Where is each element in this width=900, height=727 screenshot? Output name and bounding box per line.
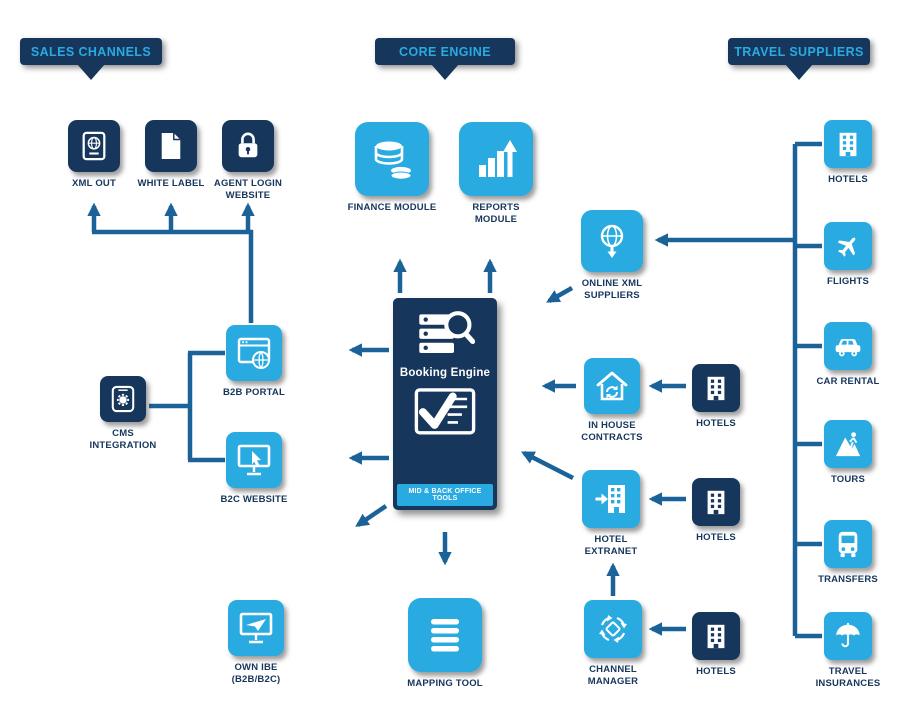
- booking-engine-panel: Booking Engine MID & BACK OFFICE TOOLS: [393, 298, 497, 510]
- node-cms-integration: CMS INTEGRATION: [83, 376, 163, 453]
- hotels-label: HOTELS: [696, 666, 736, 677]
- node-supplier-hotels: HOTELS: [803, 120, 893, 186]
- header-sales-channels-label: SALES CHANNELS: [30, 44, 152, 59]
- browser-globe-icon: [236, 336, 272, 370]
- checklist-icon: [412, 386, 478, 438]
- node-mapping-tool: MAPPING TOOL: [400, 598, 490, 690]
- supplier-flights-label: FLIGHTS: [826, 276, 870, 287]
- channel-manager-label: CHANNEL MANAGER: [587, 664, 639, 688]
- supplier-car-rental-label: CAR RENTAL: [816, 376, 880, 387]
- finance-module-label: FINANCE MODULE: [347, 202, 437, 213]
- agent-login-label: AGENT LOGIN WEBSITE: [213, 178, 283, 202]
- booking-engine-title: Booking Engine: [399, 367, 491, 379]
- lock-icon: [234, 131, 262, 161]
- hotel-extranet-label: HOTEL EXTRANET: [584, 534, 638, 558]
- node-finance-module: FINANCE MODULE: [347, 122, 437, 214]
- supplier-transfers-label: TRANSFERS: [818, 574, 878, 585]
- header-sales-channels: SALES CHANNELS: [20, 38, 162, 80]
- node-supplier-tours: TOURS: [803, 420, 893, 486]
- monitor-plane-icon: [238, 611, 274, 645]
- node-channel-manager: CHANNEL MANAGER: [578, 600, 648, 689]
- node-hotel-extranet: HOTEL EXTRANET: [576, 470, 646, 559]
- supplier-travel-insurances-label: TRAVEL INSURANCES: [815, 666, 881, 690]
- reports-module-label: REPORTS MODULE: [472, 202, 520, 226]
- car-icon: [833, 333, 863, 359]
- bar-chart-icon: [475, 137, 517, 181]
- airplane-icon: [834, 232, 862, 260]
- node-supplier-transfers: TRANSFERS: [803, 520, 893, 586]
- house-sync-icon: [594, 369, 630, 403]
- hiker-icon: [834, 430, 862, 458]
- node-supplier-travel-insurances: TRAVEL INSURANCES: [803, 612, 893, 691]
- node-b2b-portal: B2B PORTAL: [209, 325, 299, 399]
- node-agent-login: AGENT LOGIN WEBSITE: [203, 120, 293, 203]
- passport-globe-icon: [79, 131, 109, 161]
- globe-download-icon: [593, 222, 631, 260]
- header-core-engine: CORE ENGINE: [375, 38, 515, 80]
- node-hotels-in-house: HOTELS: [671, 364, 761, 430]
- node-in-house-contracts: IN HOUSE CONTRACTS: [567, 358, 657, 445]
- node-own-ibe: OWN IBE (B2B/B2C): [211, 600, 301, 687]
- monitor-cursor-icon: [236, 443, 272, 477]
- building-icon: [702, 622, 730, 650]
- database-coins-icon: [369, 138, 415, 180]
- xml-out-label: XML OUT: [72, 178, 116, 189]
- header-travel-suppliers-label: TRAVEL SUPPLIERS: [734, 44, 864, 59]
- node-xml-out: XML OUT: [49, 120, 139, 190]
- umbrella-icon: [834, 622, 862, 650]
- b2b-portal-label: B2B PORTAL: [223, 387, 285, 398]
- online-xml-suppliers-label: ONLINE XML SUPPLIERS: [581, 278, 643, 302]
- building-icon: [702, 488, 730, 516]
- own-ibe-label: OWN IBE (B2B/B2C): [231, 662, 281, 686]
- node-online-xml-suppliers: ONLINE XML SUPPLIERS: [567, 210, 657, 303]
- header-travel-suppliers: TRAVEL SUPPLIERS: [728, 38, 870, 80]
- building-login-icon: [593, 481, 629, 517]
- node-b2c-website: B2C WEBSITE: [209, 432, 299, 506]
- b2c-website-label: B2C WEBSITE: [220, 494, 288, 505]
- channel-hub-icon: [595, 611, 631, 647]
- supplier-tours-label: TOURS: [830, 474, 866, 485]
- header-core-engine-label: CORE ENGINE: [399, 44, 491, 59]
- bus-icon: [835, 530, 861, 558]
- node-hotels-extranet: HOTELS: [671, 478, 761, 544]
- node-supplier-car-rental: CAR RENTAL: [803, 322, 893, 388]
- in-house-contracts-label: IN HOUSE CONTRACTS: [581, 420, 643, 444]
- list-icon: [423, 613, 467, 657]
- hotels-label: HOTELS: [696, 418, 736, 429]
- node-reports-module: REPORTS MODULE: [451, 122, 541, 227]
- document-icon: [158, 131, 184, 161]
- mid-back-office-strip: MID & BACK OFFICE TOOLS: [397, 484, 493, 506]
- server-search-icon: [415, 308, 475, 362]
- hotels-label: HOTELS: [696, 532, 736, 543]
- node-hotels-channel: HOTELS: [671, 612, 761, 678]
- white-label-label: WHITE LABEL: [137, 178, 205, 189]
- device-gear-icon: [110, 385, 136, 413]
- node-white-label: WHITE LABEL: [126, 120, 216, 190]
- building-icon: [702, 374, 730, 402]
- supplier-hotels-label: HOTELS: [828, 174, 868, 185]
- cms-integration-label: CMS INTEGRATION: [89, 428, 157, 452]
- building-icon: [834, 130, 862, 158]
- node-supplier-flights: FLIGHTS: [803, 222, 893, 288]
- mapping-tool-label: MAPPING TOOL: [407, 678, 483, 689]
